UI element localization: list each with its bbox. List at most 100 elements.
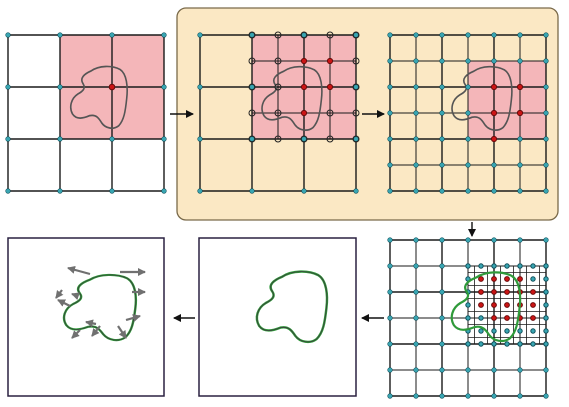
grid-node	[543, 84, 549, 90]
grid-node	[413, 289, 419, 295]
grid-node	[504, 341, 510, 347]
active-node	[517, 276, 523, 282]
grid-node	[543, 110, 549, 116]
grid-node	[517, 32, 523, 38]
grid-node	[439, 263, 445, 269]
normal-arrow	[91, 325, 101, 337]
selected-cells	[468, 61, 546, 139]
grid-node	[109, 188, 115, 194]
grid-node	[543, 315, 549, 321]
probe-node	[352, 31, 360, 39]
active-node	[300, 109, 308, 117]
active-node	[108, 83, 116, 91]
grid-node	[57, 84, 63, 90]
grid-node	[161, 136, 167, 142]
grid-node	[517, 58, 523, 64]
normal-arrow	[85, 319, 97, 328]
grid-node	[465, 302, 471, 308]
active-node	[478, 302, 484, 308]
normal-arrow	[67, 265, 91, 276]
grid-node	[491, 162, 497, 168]
grid-node	[301, 32, 307, 38]
grid-node	[517, 136, 523, 142]
grid-node	[439, 393, 445, 399]
shape-outline	[261, 65, 323, 131]
grid-node	[439, 84, 445, 90]
grid-node	[387, 315, 393, 321]
grid-node	[197, 136, 203, 142]
active-node	[530, 315, 536, 321]
grid-node	[413, 110, 419, 116]
grid-node	[413, 136, 419, 142]
panel-frame	[7, 237, 165, 397]
grid-node	[5, 136, 11, 142]
active-node	[491, 289, 497, 295]
grid-node	[491, 263, 497, 269]
grid-node	[57, 188, 63, 194]
normal-arrow	[71, 292, 80, 301]
grid-node	[543, 58, 549, 64]
grid-node	[161, 84, 167, 90]
grid-node	[543, 367, 549, 373]
grid-node	[543, 289, 549, 295]
active-node	[326, 83, 334, 91]
grid-node	[530, 341, 536, 347]
grid-node	[517, 263, 523, 269]
polygon-outline-path	[256, 271, 328, 343]
probe-node	[352, 83, 360, 91]
grid-node	[465, 58, 471, 64]
grid-node	[517, 341, 523, 347]
grid-node	[439, 32, 445, 38]
probe-node	[352, 57, 360, 65]
grid-node	[387, 289, 393, 295]
grid-node	[530, 328, 536, 334]
grid-node	[5, 84, 11, 90]
probe-node	[248, 135, 256, 143]
grid-node	[478, 263, 484, 269]
grid-node	[387, 136, 393, 142]
grid-node	[530, 276, 536, 282]
grid-node	[439, 315, 445, 321]
active-node	[491, 276, 497, 282]
active-node	[504, 315, 510, 321]
grid-node	[465, 263, 471, 269]
grid-node	[413, 237, 419, 243]
grid-node	[439, 188, 445, 194]
active-node	[504, 276, 510, 282]
polygon-outline	[256, 271, 328, 343]
grid-node	[465, 188, 471, 194]
grid-node	[543, 263, 549, 269]
normal-arrow	[57, 299, 71, 307]
grid-node	[517, 367, 523, 373]
grid-node	[353, 84, 359, 90]
grid-node	[465, 110, 471, 116]
active-node	[478, 289, 484, 295]
grid-node	[249, 84, 255, 90]
active-node	[491, 302, 497, 308]
active-node	[504, 302, 510, 308]
grid-node	[387, 58, 393, 64]
grid-node	[387, 110, 393, 116]
grid-node	[504, 263, 510, 269]
grid-node	[465, 32, 471, 38]
active-node	[300, 57, 308, 65]
grid-node	[57, 136, 63, 142]
grid-node	[387, 263, 393, 269]
grid-node	[249, 32, 255, 38]
grid-node	[197, 84, 203, 90]
grid-node	[413, 341, 419, 347]
active-node	[490, 135, 498, 143]
grid-node	[517, 188, 523, 194]
grid-node	[543, 237, 549, 243]
grid-node	[387, 341, 393, 347]
grid-node	[543, 276, 549, 282]
grid-node	[491, 367, 497, 373]
extracted-contour-panel	[198, 237, 357, 397]
selected-cells-panel	[387, 32, 549, 194]
grid-node	[439, 58, 445, 64]
grid-node	[249, 136, 255, 142]
grid-node	[413, 162, 419, 168]
grid-node	[413, 315, 419, 321]
grid-node	[439, 367, 445, 373]
